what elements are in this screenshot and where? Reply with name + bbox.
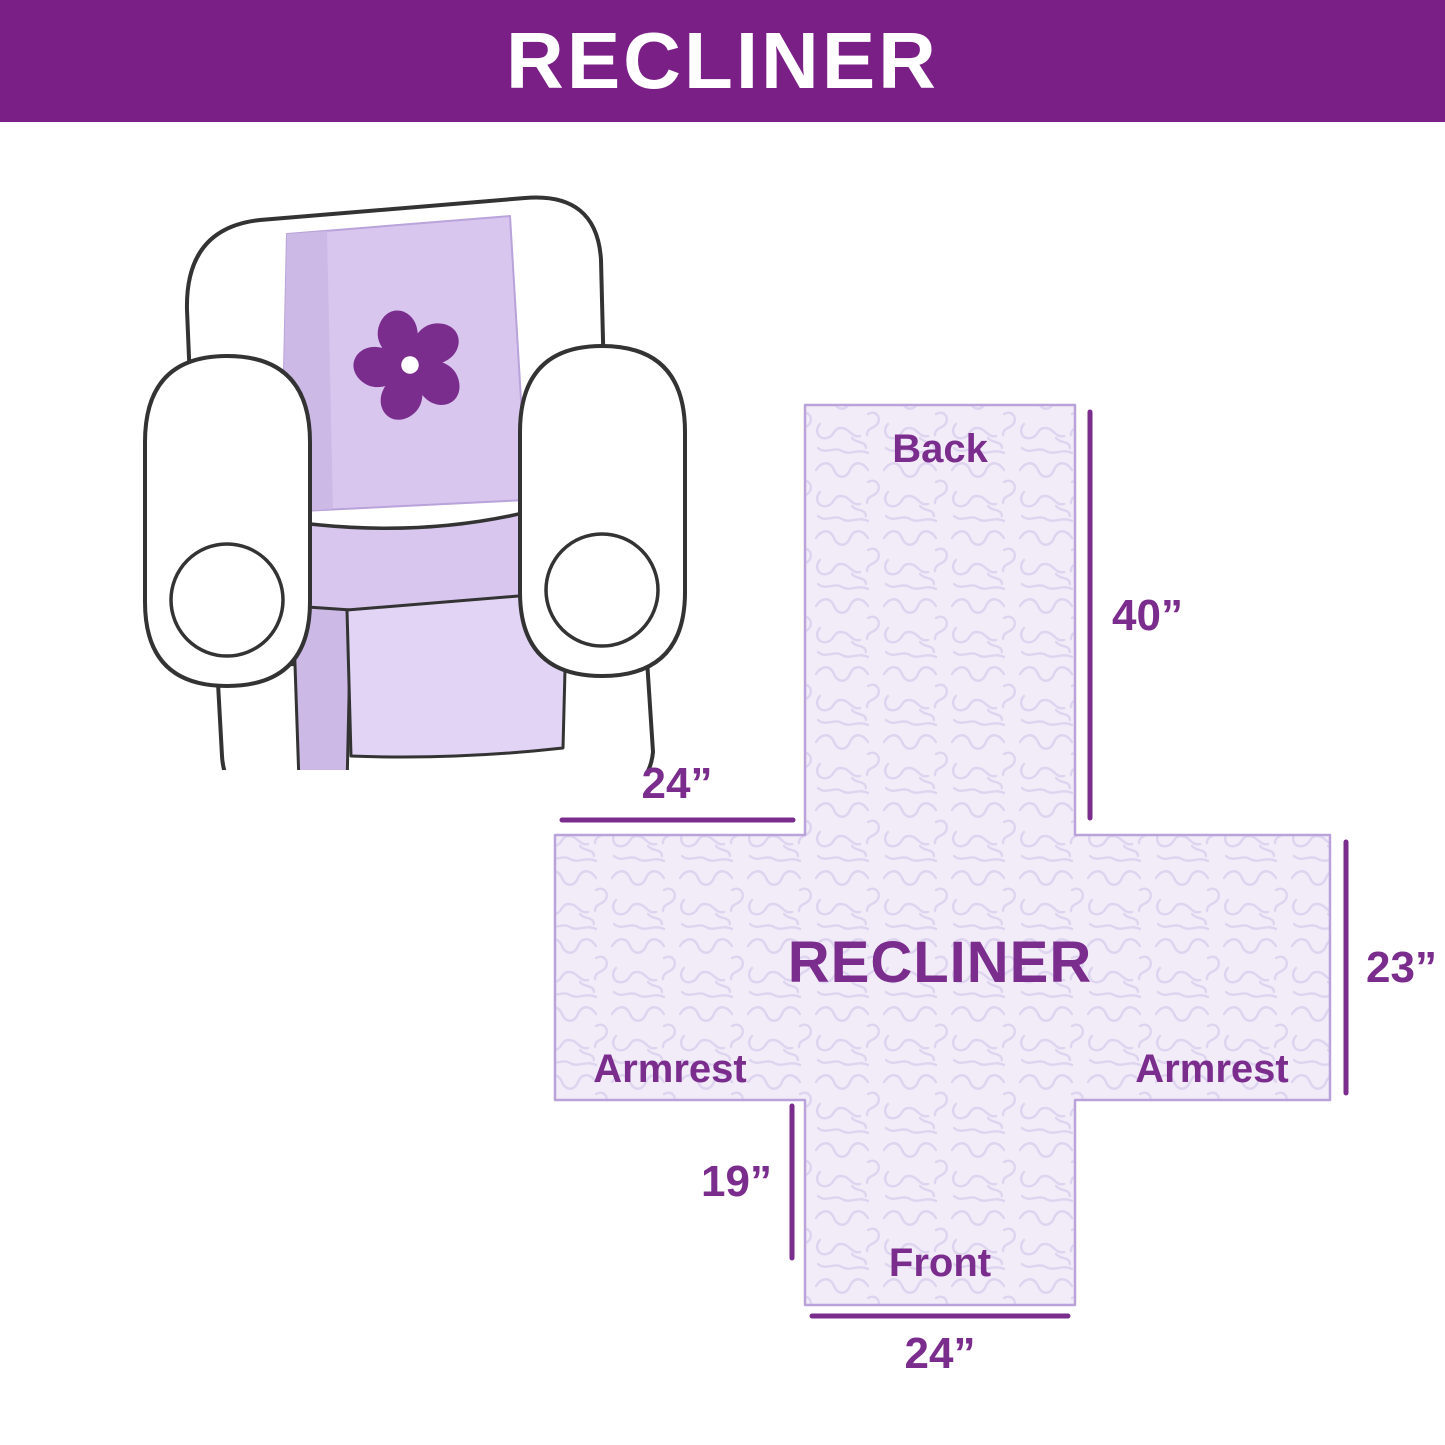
label-armrest-right: Armrest [1135, 1047, 1288, 1091]
label-front: Front [889, 1241, 991, 1285]
page-title: RECLINER [506, 16, 939, 105]
header-banner: RECLINER [0, 0, 1445, 122]
recliner-chair-illustration [143, 195, 687, 770]
chair-front-drape [345, 590, 569, 759]
cover-cross-shape [553, 403, 1332, 1307]
label-armrest-left: Armrest [593, 1047, 746, 1091]
cover-layout-diagram: Back RECLINER Armrest Armrest Front 40” … [553, 403, 1437, 1378]
chair-side-flap [291, 604, 353, 770]
label-center-recliner: RECLINER [788, 930, 1092, 995]
pinwheel-icon [353, 310, 460, 420]
dim-label-left-24: 24” [642, 759, 713, 808]
dim-label-front-19: 19” [701, 1157, 772, 1206]
chair-right-arm-roll [544, 532, 660, 648]
dim-label-back-40: 40” [1112, 591, 1183, 640]
chair-left-arm-roll [169, 542, 285, 658]
label-back: Back [892, 427, 988, 471]
dim-label-side-23: 23” [1366, 943, 1437, 992]
dim-label-bottom-24: 24” [905, 1329, 976, 1378]
